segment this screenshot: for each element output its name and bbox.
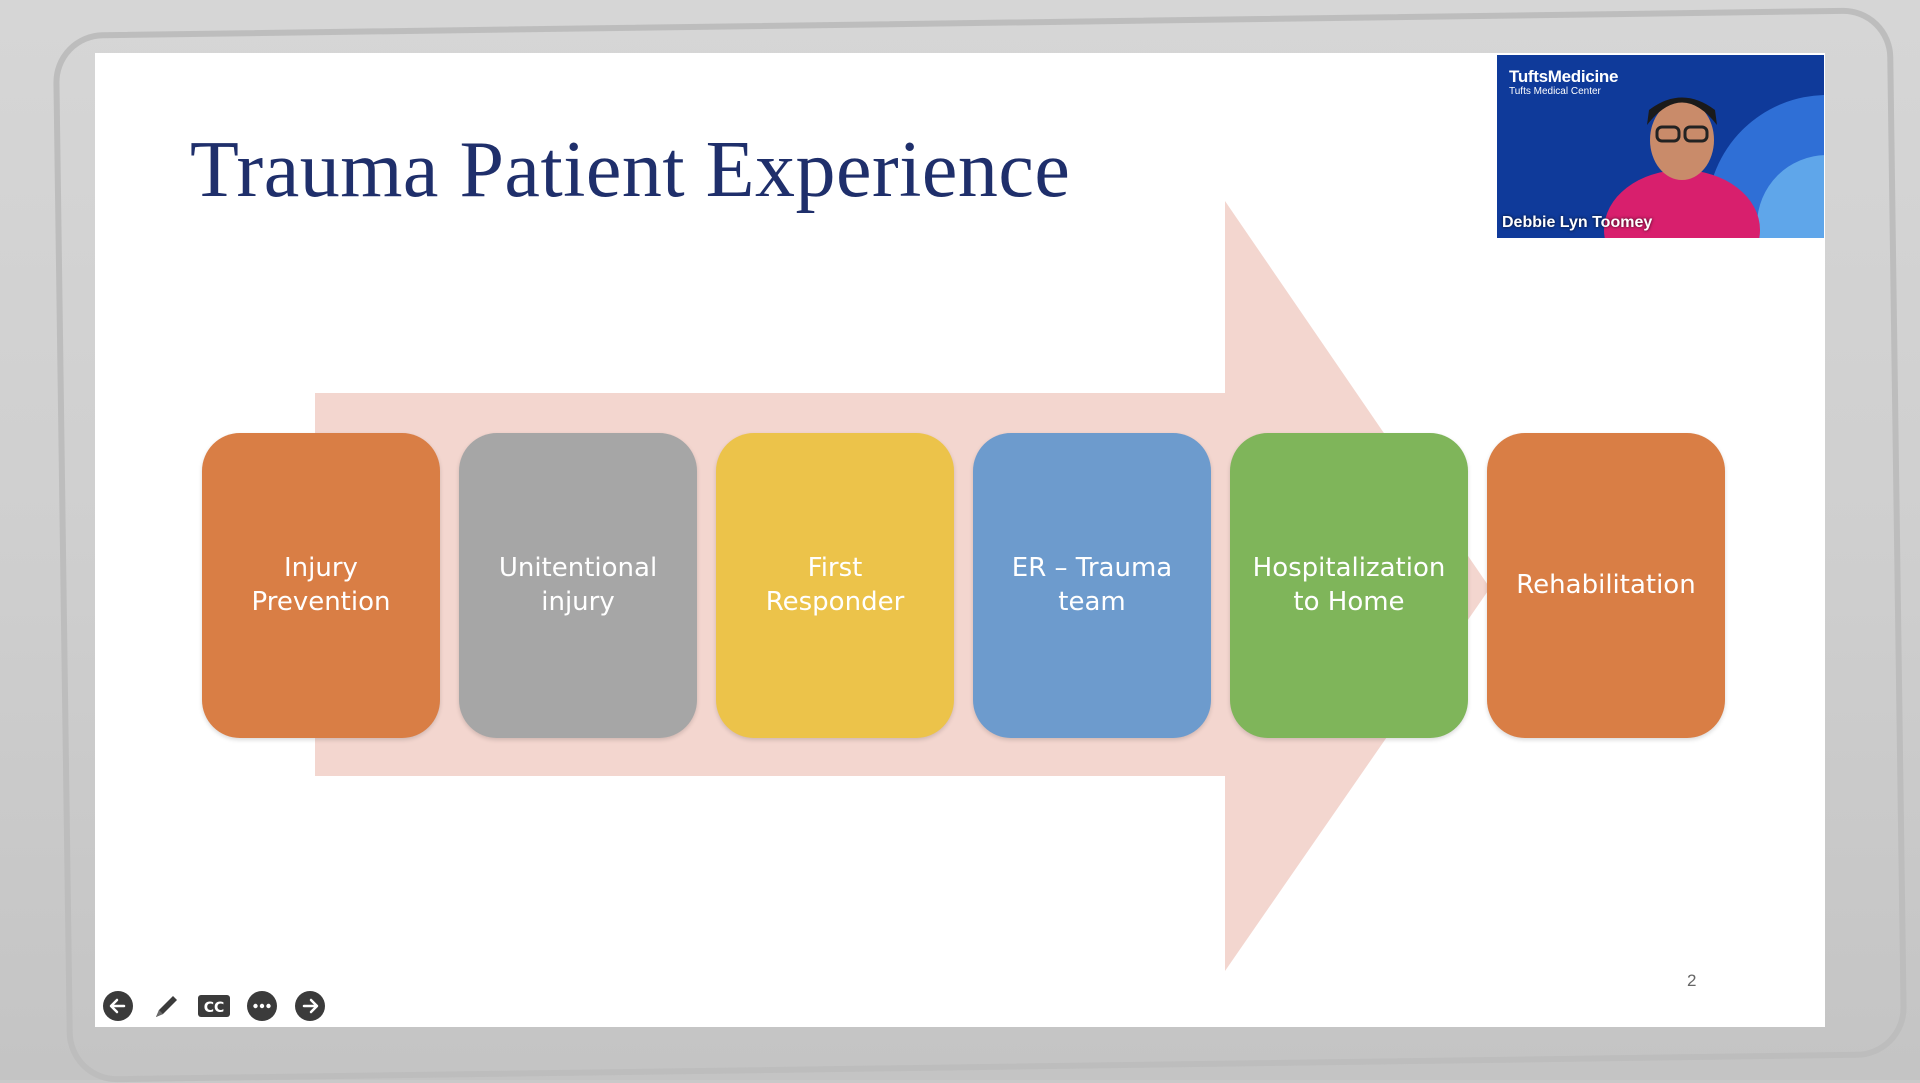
ellipsis-icon xyxy=(247,991,277,1021)
step-label: Unitentional injury xyxy=(498,552,658,617)
step-injury-prevention: Injury Prevention xyxy=(202,433,440,738)
step-hospitalization-to-home: Hospitalization to Home xyxy=(1230,433,1468,738)
video-background-graphic xyxy=(1604,95,1824,238)
slide-title: Trauma Patient Experience xyxy=(190,126,1071,214)
next-slide-button[interactable] xyxy=(292,988,328,1024)
step-rehabilitation: Rehabilitation xyxy=(1487,433,1725,738)
presentation-toolbar: CC xyxy=(100,988,328,1024)
tufts-medicine-logo: TuftsMedicine Tufts Medical Center xyxy=(1509,67,1618,97)
step-unintentional-injury: Unitentional injury xyxy=(459,433,697,738)
svg-text:CC: CC xyxy=(204,1000,225,1016)
arrow-left-icon xyxy=(103,991,133,1021)
cc-icon: CC xyxy=(198,995,230,1017)
step-label: First Responder xyxy=(765,552,905,617)
slide-page-number: 2 xyxy=(1687,971,1697,990)
captions-button[interactable]: CC xyxy=(196,988,232,1024)
pen-button[interactable] xyxy=(148,988,184,1024)
participant-video[interactable]: TuftsMedicine Tufts Medical Center Debbi… xyxy=(1497,55,1824,238)
step-label: Injury Prevention xyxy=(251,552,391,617)
arrow-right-icon xyxy=(295,991,325,1021)
more-options-button[interactable] xyxy=(244,988,280,1024)
step-label: Rehabilitation xyxy=(1516,569,1696,600)
previous-slide-button[interactable] xyxy=(100,988,136,1024)
pen-icon xyxy=(156,996,177,1017)
brand-sub-text: Tufts Medical Center xyxy=(1509,86,1601,97)
step-label: Hospitalization to Home xyxy=(1252,552,1446,617)
brand-main-text: TuftsMedicine xyxy=(1509,67,1619,86)
step-er-trauma-team: ER – Trauma team xyxy=(973,433,1211,738)
step-label: ER – Trauma team xyxy=(1011,552,1173,617)
step-first-responder: First Responder xyxy=(716,433,954,738)
participant-name: Debbie Lyn Toomey xyxy=(1502,214,1653,231)
